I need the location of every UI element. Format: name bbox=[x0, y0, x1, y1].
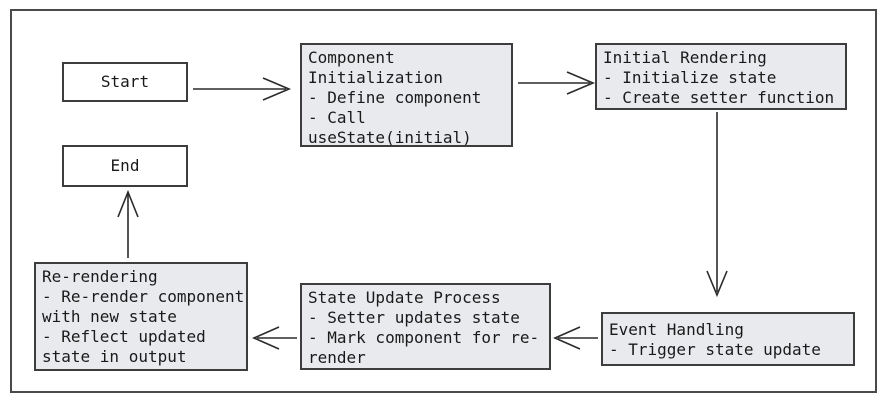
node-end-label: End bbox=[110, 156, 140, 175]
flowchart-node-state-update-process: State Update Process - Setter updates st… bbox=[300, 283, 551, 370]
flowchart-node-end: End bbox=[62, 145, 188, 187]
diagram-border bbox=[10, 9, 877, 393]
flowchart-node-component-initialization: Component Initialization - Define compon… bbox=[300, 43, 513, 147]
flowchart-node-re-rendering: Re-rendering - Re-render component with … bbox=[34, 262, 248, 371]
flowchart-node-initial-rendering: Initial Rendering - Initialize state - C… bbox=[595, 43, 847, 110]
flowchart-node-start: Start bbox=[62, 62, 188, 102]
flowchart-node-event-handling: Event Handling - Trigger state update bbox=[601, 312, 855, 366]
node-start-label: Start bbox=[100, 72, 150, 91]
